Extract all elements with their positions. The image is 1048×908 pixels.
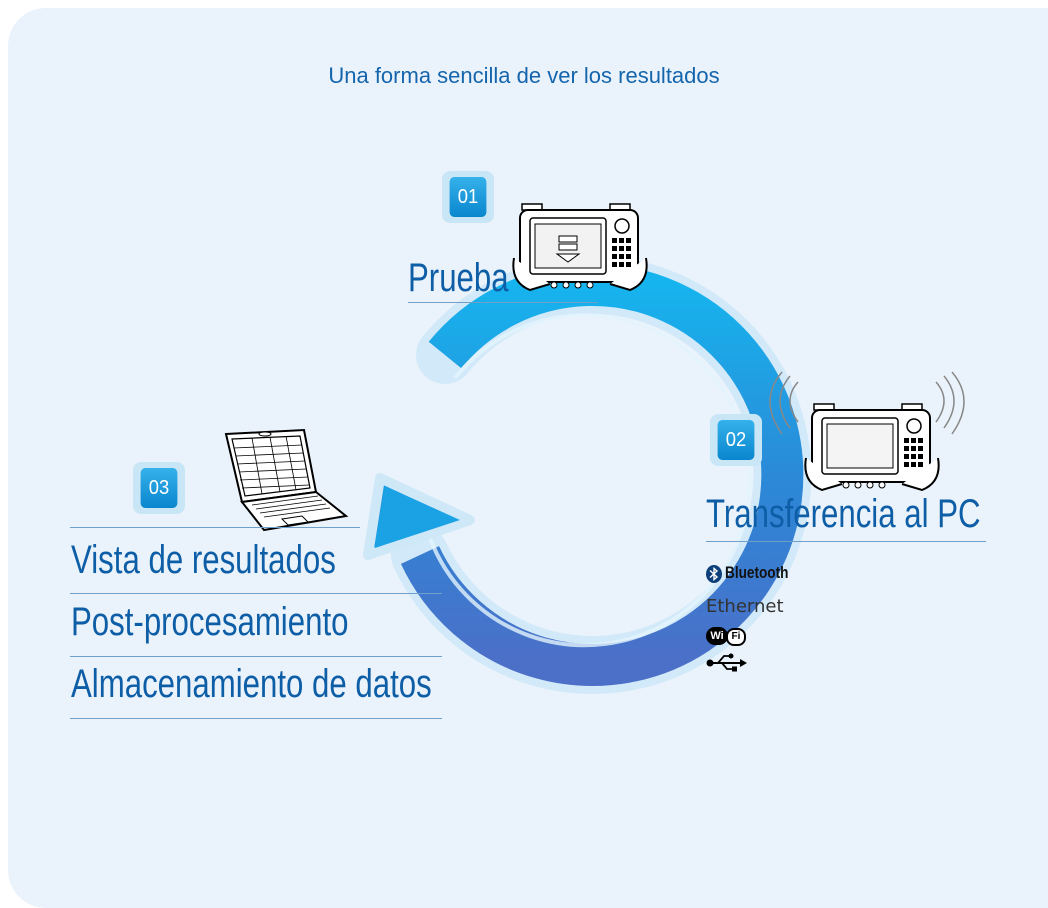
wireless-device-icon [769,371,965,492]
results-rule-1 [70,593,442,594]
ethernet-label: Ethernet [706,596,784,617]
diagram-title: Una forma sencilla de ver los resultados [328,63,720,88]
wifi-fi: Fi [726,628,746,646]
wifi-wi: Wi [706,627,728,645]
bluetooth-icon [706,565,722,583]
wifi-icon: Wi Fi [706,627,746,646]
step-3-label: Vista de resultados [71,538,336,582]
step-1-badge: 01 [442,171,494,223]
step-3-number: 03 [140,468,178,508]
step-2-number: 02 [717,420,755,460]
bluetooth-label: Bluetooth [725,563,789,582]
results-rule-2 [70,656,442,657]
step-2-rule [706,541,986,542]
step-3-rule-top [70,527,360,528]
laptop-icon [224,428,349,532]
usb-icon [706,653,747,672]
step-3-badge: 03 [133,462,185,514]
results-item-data-storage: Almacenamiento de datos [71,662,432,706]
step-1-label: Prueba [408,256,509,300]
step-1-number: 01 [449,177,487,217]
step-2-label: Transferencia al PC [706,492,981,536]
test-device-icon [512,203,648,292]
results-item-post-processing: Post-procesamiento [71,600,349,644]
results-rule-3 [70,718,442,719]
step-1-rule [408,302,598,303]
step-2-badge: 02 [710,414,762,466]
